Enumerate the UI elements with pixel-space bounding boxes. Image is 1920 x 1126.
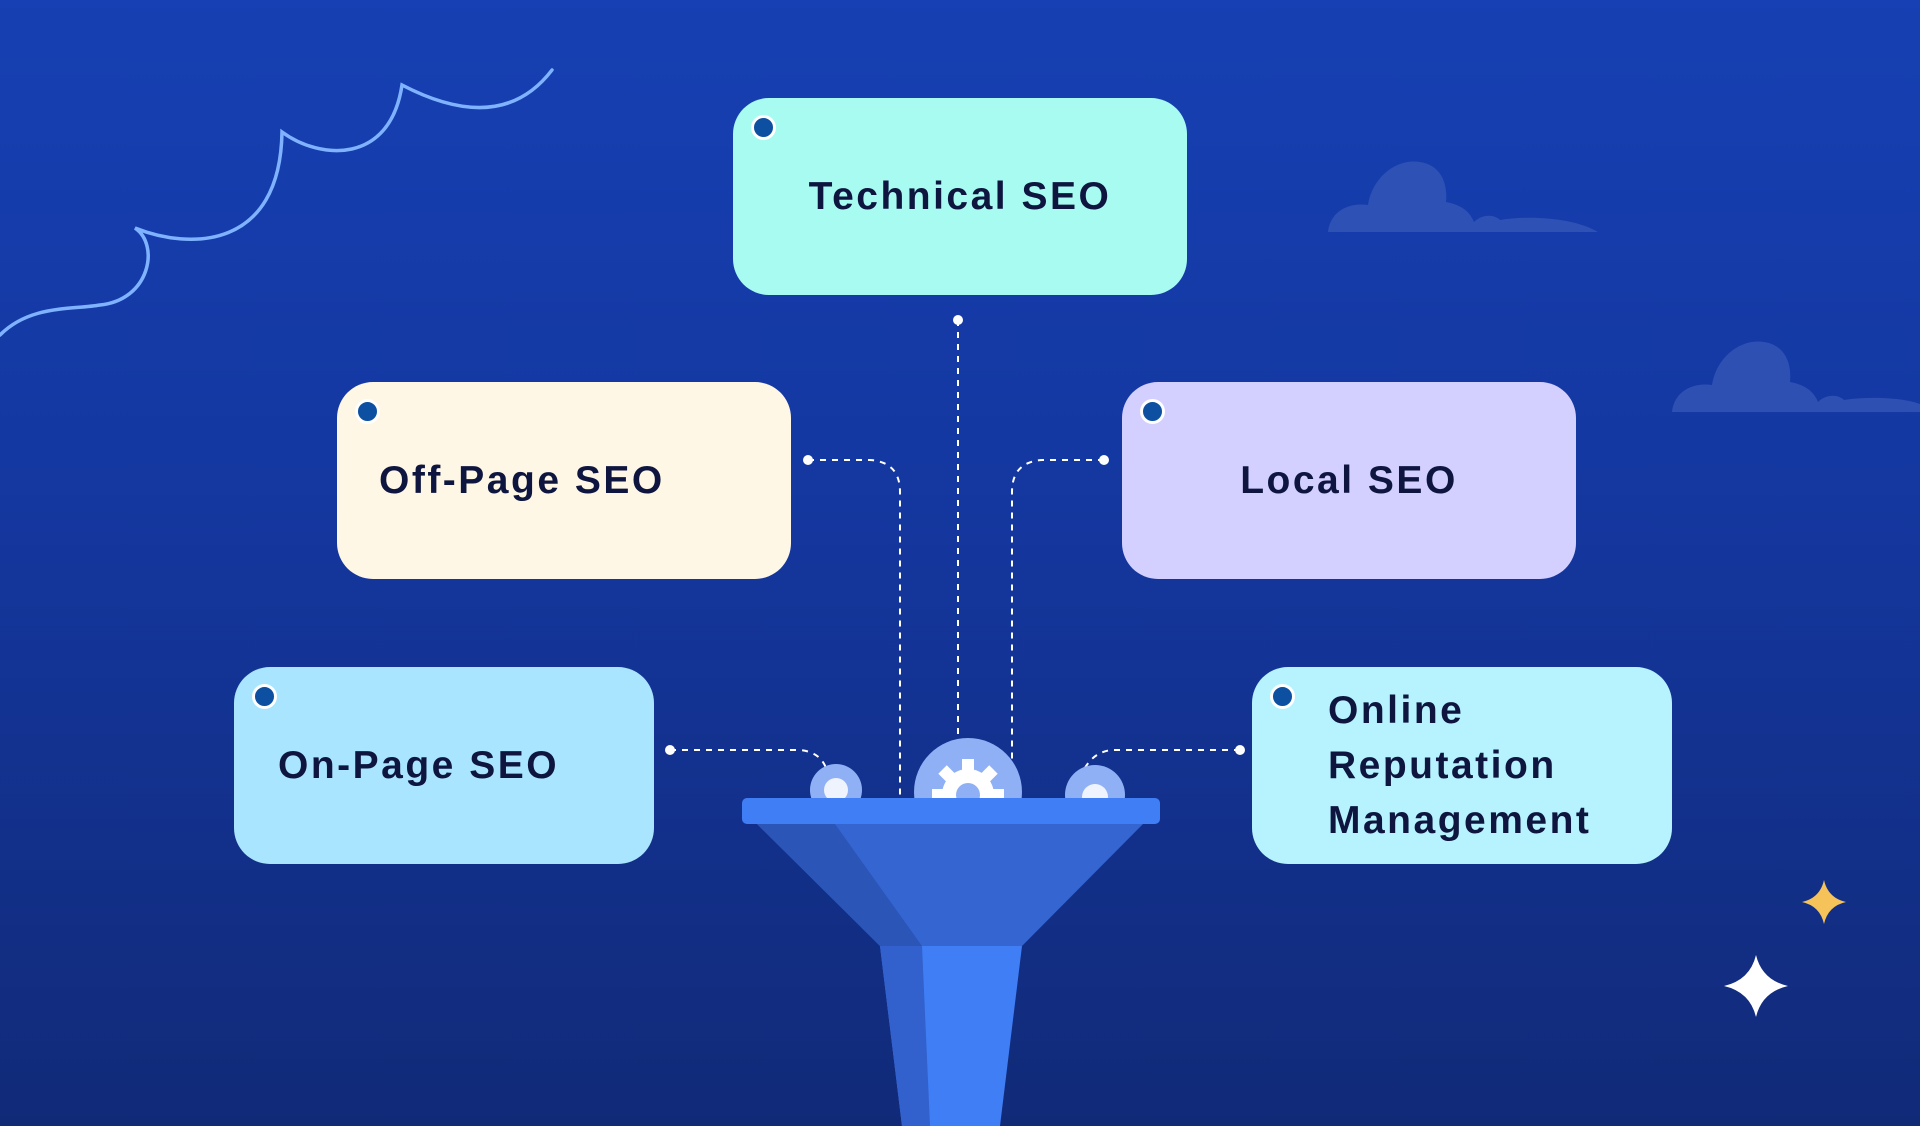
bullet-dot-icon (252, 684, 277, 709)
wavy-line-decoration (0, 68, 554, 337)
card-online-reputation-management: Online Reputation Management (1252, 667, 1672, 864)
connector-lines (670, 320, 1240, 800)
card-label-technical-seo: Technical SEO (808, 175, 1112, 218)
cloud-icon (1328, 161, 1598, 232)
bullet-dot-icon (1270, 684, 1295, 709)
card-local-seo: Local SEO (1122, 382, 1576, 579)
cloud-icon (1672, 341, 1920, 412)
connector-onpage (670, 749, 827, 769)
card-label-off-page-seo: Off-Page SEO (379, 459, 665, 502)
bullet-dot-icon (355, 399, 380, 424)
connector-local (1011, 459, 1104, 760)
card-label-online-reputation-management: Online Reputation Management (1328, 689, 1592, 842)
sparkle-icon (1802, 880, 1846, 924)
sparkle-icon (1724, 955, 1788, 1017)
connector-offpage (808, 459, 901, 800)
card-label-on-page-seo: On-Page SEO (278, 744, 560, 787)
card-on-page-seo: On-Page SEO (234, 667, 654, 864)
connector-orm (1079, 749, 1240, 779)
bullet-dot-icon (1140, 399, 1165, 424)
card-technical-seo: Technical SEO (733, 98, 1187, 295)
bullet-dot-icon (751, 115, 776, 140)
card-label-local-seo: Local SEO (1240, 459, 1458, 502)
connector-endpoints (665, 315, 1245, 755)
card-off-page-seo: Off-Page SEO (337, 382, 791, 579)
funnel-icon (742, 798, 1160, 1126)
